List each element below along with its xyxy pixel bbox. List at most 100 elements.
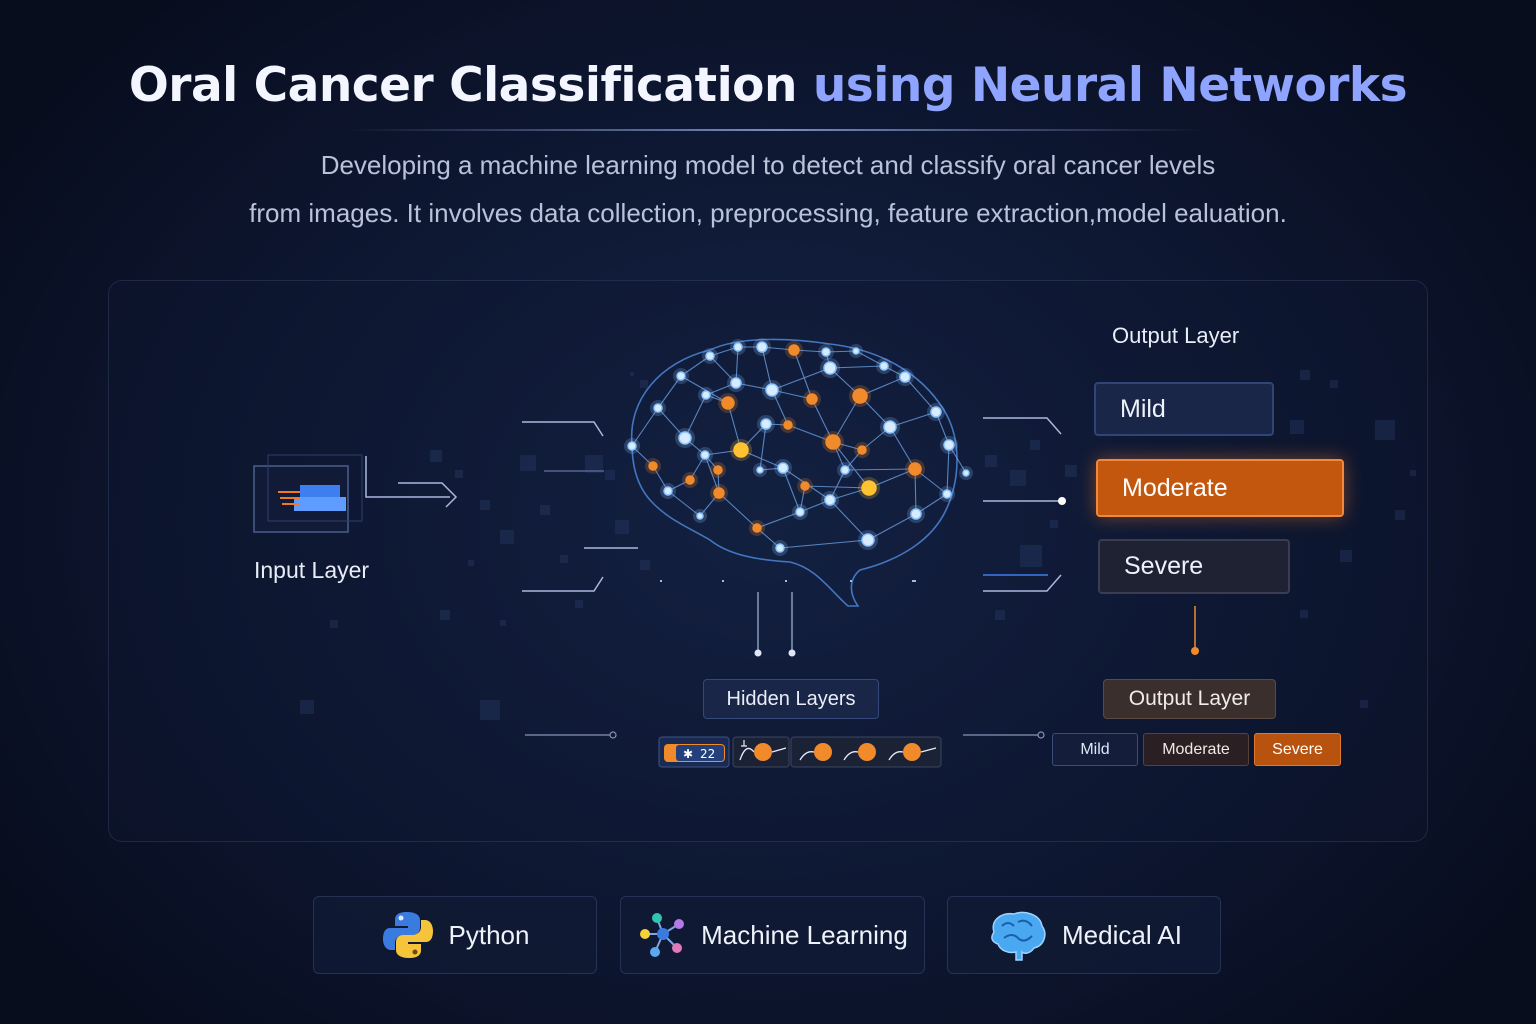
python-icon: [382, 912, 433, 958]
background-pixel: [1340, 550, 1352, 562]
brain-node: [752, 523, 762, 533]
brain-node: [899, 371, 911, 383]
background-pixel: [500, 620, 506, 626]
mini-output-moderate: Moderate: [1143, 733, 1249, 766]
brain-edge: [855, 350, 885, 367]
brain-edge: [904, 376, 937, 413]
brain-node: [653, 403, 663, 413]
background-pixel: [1410, 470, 1416, 476]
brain-node: [857, 445, 867, 455]
brain-node: [800, 481, 810, 491]
brain-node: [685, 475, 695, 485]
brain-node: [908, 462, 922, 476]
brain-edge: [771, 367, 831, 391]
background-pixel: [430, 450, 442, 462]
hidden-dots: [660, 580, 916, 582]
background-pixel: [500, 530, 514, 544]
brain-edge: [689, 454, 706, 481]
background-pixel: [995, 610, 1005, 620]
hidden-link-dot: [754, 649, 762, 657]
tech-label-python: Python: [448, 919, 530, 950]
brain-edge: [793, 349, 813, 400]
output-layer-heading: Output Layer: [1112, 323, 1240, 348]
brain-node: [788, 344, 800, 356]
output-connectors: [983, 417, 1062, 592]
background-pixel: [985, 455, 997, 467]
subtitle-line-1: Developing a machine learning model to d…: [320, 150, 1216, 180]
brain-node: [733, 342, 743, 352]
background-pixel: [480, 700, 500, 720]
brain-node: [663, 486, 673, 496]
brain-node: [943, 439, 955, 451]
brain-edge: [680, 375, 729, 404]
brain-edge: [935, 411, 950, 446]
output-layer-label: Output Layer: [1103, 679, 1276, 719]
brain-network-nodes: [624, 338, 973, 556]
brain-edge: [709, 355, 737, 384]
brain-edge: [631, 445, 654, 467]
brain-node: [696, 512, 704, 520]
background-pixel: [468, 560, 474, 566]
background-pixel: [1020, 545, 1042, 567]
brain-edge: [761, 346, 773, 391]
brain-edge: [759, 423, 767, 471]
background-pixel: [605, 470, 615, 480]
background-pixel: [615, 520, 629, 534]
brain-edge: [718, 492, 758, 529]
brain-edge: [779, 539, 869, 549]
brain-edge: [771, 389, 813, 400]
brain-edge: [867, 513, 917, 541]
brain-node: [795, 507, 805, 517]
brain-node: [861, 533, 875, 547]
background-pixel: [585, 455, 603, 473]
background-pixels: [300, 370, 1416, 720]
background-pixel: [540, 505, 550, 515]
brain-edge: [787, 424, 834, 443]
brain-node: [765, 383, 779, 397]
title-accent: using Neural Networks: [812, 58, 1408, 113]
brain-edge: [829, 499, 869, 541]
brain-edge: [652, 465, 669, 492]
brain-node: [806, 393, 818, 405]
brain-edge: [859, 376, 906, 397]
output-mild: Mild: [1094, 382, 1274, 436]
hidden-layers-label: Hidden Layers: [703, 679, 879, 719]
brain-node: [821, 347, 831, 357]
background-pixel: [560, 555, 568, 563]
brain-edge: [756, 527, 781, 549]
input-image-icon: [253, 454, 363, 533]
output-moderate: Moderate: [1096, 459, 1344, 517]
background-pixel: [1360, 700, 1368, 708]
hidden-chip-number: 22: [700, 747, 715, 761]
brain-node: [883, 420, 897, 434]
brain-edge: [832, 441, 870, 489]
brain-edge: [667, 490, 701, 517]
brain-node: [760, 418, 772, 430]
background-pixel: [1290, 420, 1304, 434]
brain-edge: [868, 468, 916, 489]
output-connector-dot: [1058, 497, 1066, 505]
brain-node: [733, 442, 749, 458]
brain-edge: [631, 407, 659, 447]
background-pixel: [630, 372, 634, 376]
tech-card-machine-learning: Machine Learning: [620, 896, 925, 974]
brain-edge: [756, 511, 801, 529]
brain-node: [627, 441, 637, 451]
brain-node: [678, 431, 692, 445]
background-pixel: [640, 560, 650, 570]
background-pixel: [1330, 380, 1338, 388]
title-main: Oral Cancer Classification: [128, 58, 798, 113]
tech-label-machine-learning: Machine Learning: [701, 919, 908, 950]
brain-edge: [889, 411, 937, 428]
brain-outline: [630, 338, 958, 607]
brain-edge: [727, 402, 742, 451]
brain-node: [713, 465, 723, 475]
output-severe: Severe: [1098, 539, 1290, 594]
background-pixel: [480, 500, 490, 510]
brain-node: [840, 465, 850, 475]
background-pixel: [455, 470, 463, 478]
brain-node: [756, 466, 764, 474]
brain-edge: [915, 493, 948, 515]
brain-edge: [811, 398, 834, 443]
brain-edge: [832, 395, 861, 443]
